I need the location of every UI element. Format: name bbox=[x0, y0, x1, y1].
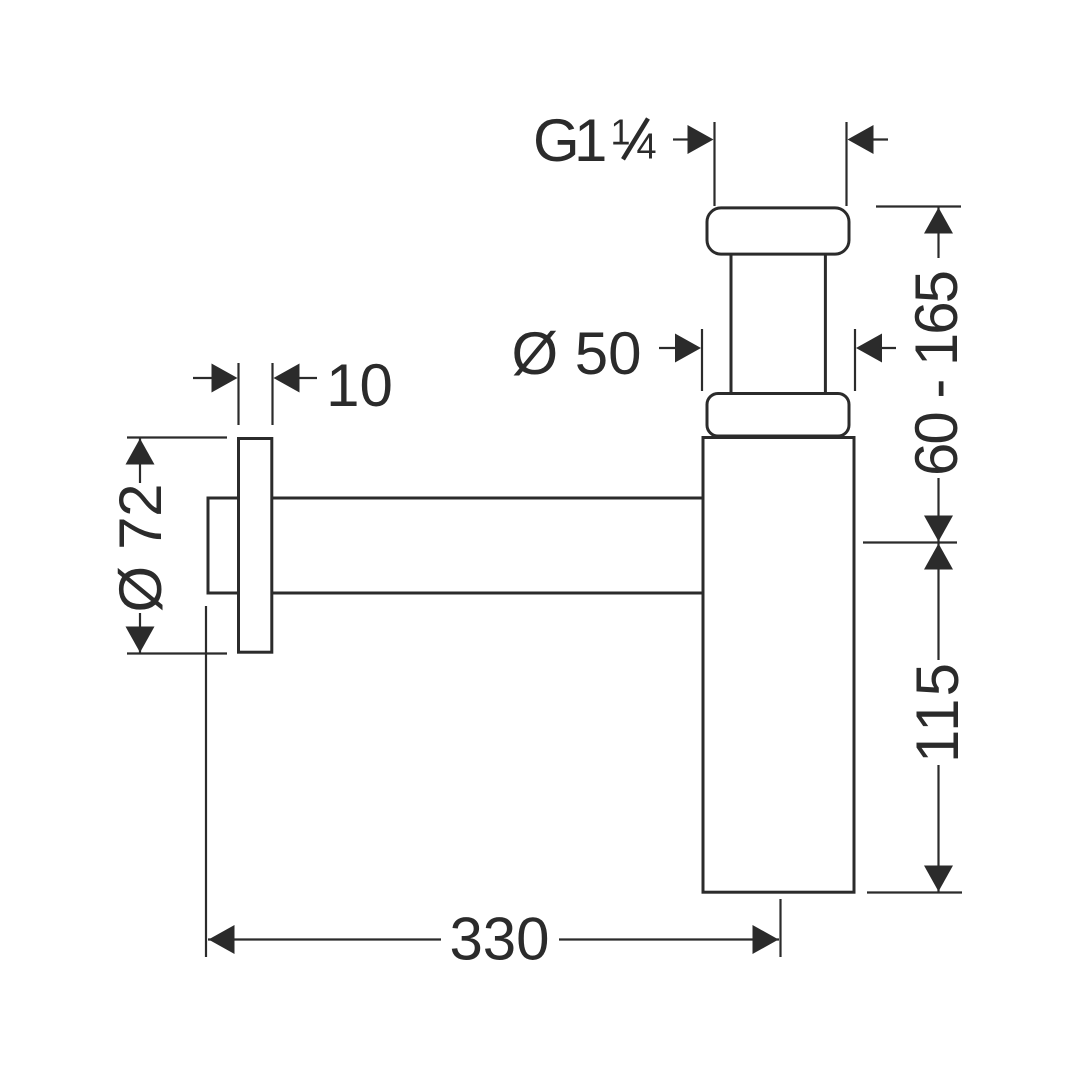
svg-text:1: 1 bbox=[574, 107, 607, 174]
svg-text:Ø 50: Ø 50 bbox=[511, 320, 641, 387]
svg-text:Ø 72: Ø 72 bbox=[107, 484, 174, 613]
svg-text:330: 330 bbox=[449, 906, 549, 973]
svg-text:4: 4 bbox=[636, 126, 656, 167]
svg-text:G: G bbox=[533, 107, 580, 174]
svg-text:1: 1 bbox=[610, 111, 630, 152]
svg-text:115: 115 bbox=[904, 663, 971, 763]
svg-text:60 - 165: 60 - 165 bbox=[903, 270, 970, 476]
svg-text:10: 10 bbox=[326, 352, 393, 419]
